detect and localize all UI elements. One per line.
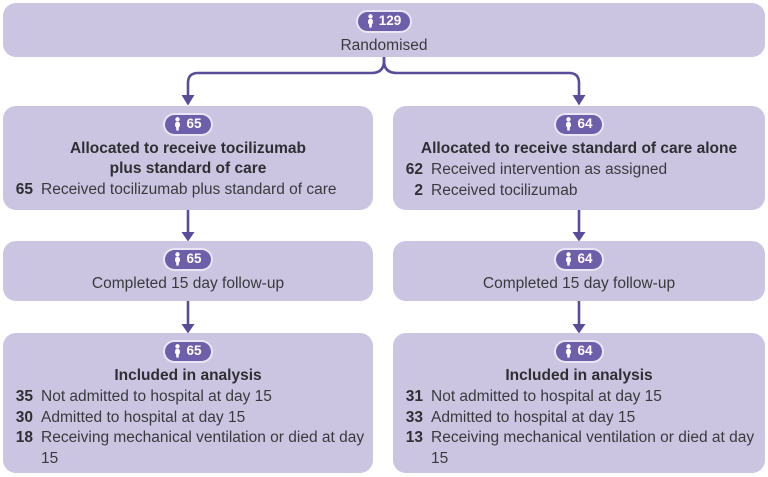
person-icon (175, 252, 181, 266)
item-list: 35 Not admitted to hospital at day 15 30… (3, 386, 373, 469)
item-count: 13 (405, 429, 423, 447)
item-list: 31 Not admitted to hospital at day 15 33… (393, 386, 765, 469)
person-icon (566, 252, 572, 266)
item-count: 62 (405, 161, 423, 179)
count-badge: 65 (163, 248, 213, 271)
box-title: Allocated to receive tocilizumab plus st… (70, 139, 306, 179)
item-list: 65 Received tocilizumab plus standard of… (3, 179, 373, 200)
person-icon (566, 117, 572, 131)
box-title: Included in analysis (114, 367, 262, 384)
count-badge: 65 (163, 113, 213, 136)
item-count: 2 (414, 181, 423, 199)
count-badge: 65 (163, 340, 213, 363)
item-list: 62 Received intervention as assigned 2 R… (393, 159, 765, 201)
box-title: Allocated to receive standard of care al… (420, 140, 738, 157)
item-text: Admitted to hospital at day 15 (41, 408, 246, 426)
count-badge: 64 (554, 113, 604, 136)
count-value: 65 (186, 343, 202, 359)
fork-right-line (382, 57, 581, 96)
item-count: 18 (15, 429, 33, 447)
item-text: Received tocilizumab (431, 181, 578, 199)
box-followup-tocilizumab: 65 Completed 15 day follow-up (3, 241, 373, 301)
list-item: 33 Admitted to hospital at day 15 (399, 408, 757, 428)
item-text: Receiving mechanical ventilation or died… (41, 429, 365, 467)
fork-left-line (186, 57, 386, 96)
person-icon (175, 344, 181, 358)
box-label: Completed 15 day follow-up (482, 275, 676, 292)
item-text: Received intervention as assigned (431, 161, 668, 179)
count-badge: 64 (554, 248, 604, 271)
title-line-1: Allocated to receive tocilizumab (69, 140, 306, 157)
arrowhead (181, 95, 195, 106)
item-text: Not admitted to hospital at day 15 (431, 388, 662, 406)
list-item: 65 Received tocilizumab plus standard of… (9, 180, 365, 200)
list-item: 62 Received intervention as assigned (399, 160, 757, 180)
arrowhead (572, 232, 586, 242)
count-badge: 129 (355, 10, 413, 33)
list-item: 18 Receiving mechanical ventilation or d… (9, 428, 365, 469)
box-title: Included in analysis (505, 367, 653, 384)
person-icon (367, 14, 373, 28)
title-line-2: plus standard of care (109, 160, 267, 178)
item-text: Received tocilizumab plus standard of ca… (41, 181, 337, 199)
item-count: 35 (15, 388, 33, 406)
box-label: Randomised (340, 37, 428, 54)
box-label: Completed 15 day follow-up (91, 275, 285, 292)
arrowhead (181, 232, 195, 242)
count-value: 64 (577, 116, 593, 132)
person-icon (175, 117, 181, 131)
arrowhead (572, 324, 586, 334)
box-allocated-standard-care: 64 Allocated to receive standard of care… (393, 106, 765, 210)
person-icon (566, 344, 572, 358)
list-item: 30 Admitted to hospital at day 15 (9, 408, 365, 428)
arrowhead (181, 324, 195, 334)
count-badge: 64 (554, 340, 604, 363)
list-item: 35 Not admitted to hospital at day 15 (9, 387, 365, 407)
box-analysis-tocilizumab: 65 Included in analysis 35 Not admitted … (3, 333, 373, 473)
list-item: 2 Received tocilizumab (399, 181, 757, 201)
count-value: 64 (577, 343, 593, 359)
item-text: Receiving mechanical ventilation or died… (431, 429, 755, 467)
item-count: 30 (15, 408, 33, 426)
box-analysis-standard-care: 64 Included in analysis 31 Not admitted … (393, 333, 765, 473)
item-count: 33 (405, 408, 423, 426)
arrowhead (572, 95, 586, 106)
item-text: Not admitted to hospital at day 15 (41, 388, 272, 406)
box-allocated-tocilizumab: 65 Allocated to receive tocilizumab plus… (3, 106, 373, 210)
count-value: 65 (186, 116, 202, 132)
list-item: 31 Not admitted to hospital at day 15 (399, 387, 757, 407)
box-followup-standard-care: 64 Completed 15 day follow-up (393, 241, 765, 301)
item-count: 65 (15, 181, 33, 199)
item-count: 31 (405, 388, 423, 406)
box-randomised: 129 Randomised (3, 3, 765, 57)
item-text: Admitted to hospital at day 15 (431, 408, 636, 426)
list-item: 13 Receiving mechanical ventilation or d… (399, 428, 757, 469)
count-value: 65 (186, 251, 202, 267)
count-value: 129 (378, 13, 402, 29)
count-value: 64 (577, 251, 593, 267)
